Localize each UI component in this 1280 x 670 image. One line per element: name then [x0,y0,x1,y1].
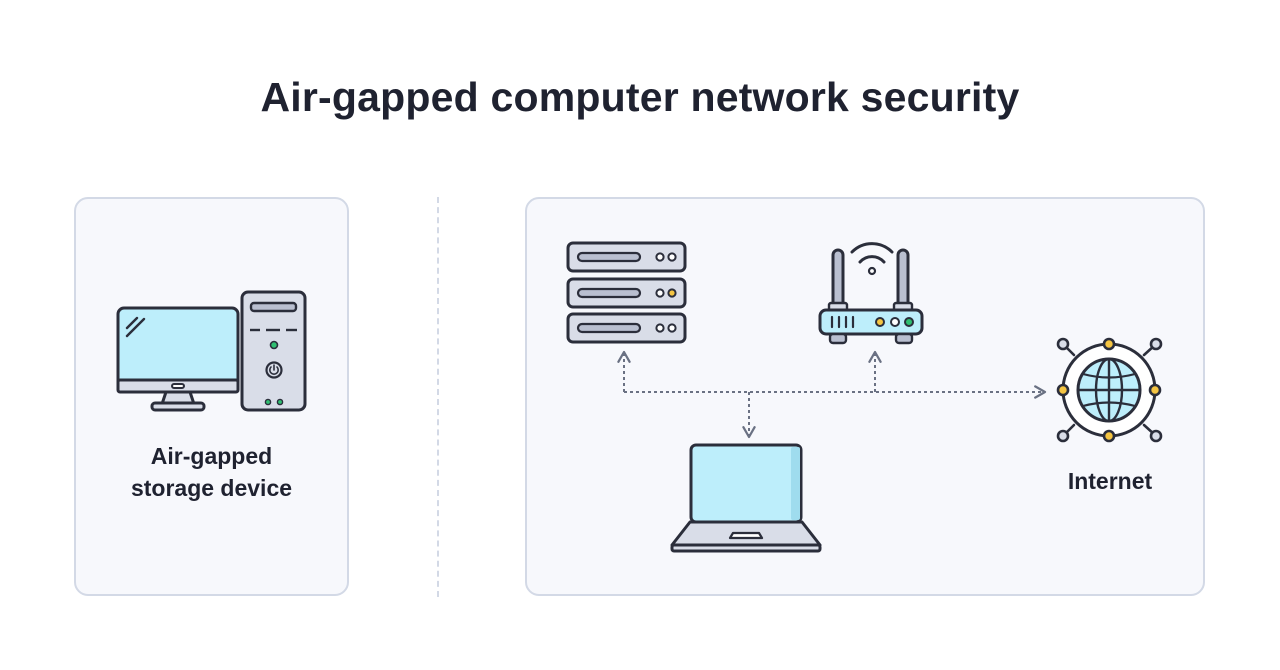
pc-tower-icon [240,290,307,412]
globe-network-icon [1056,337,1163,443]
storage-label-line1: Air-gapped [150,443,273,469]
wifi-router-icon [818,242,924,345]
section-divider [437,197,439,597]
page-title: Air-gapped computer network security [260,74,1020,120]
air-gapped-storage-label: Air-gapped storage device [74,440,349,504]
internet-label: Internet [1067,468,1153,494]
laptop-icon [670,443,822,553]
desktop-monitor-icon [116,306,240,412]
storage-label-line2: storage device [130,475,293,501]
network-connectors [617,350,1047,439]
server-rack-icon [566,241,687,344]
